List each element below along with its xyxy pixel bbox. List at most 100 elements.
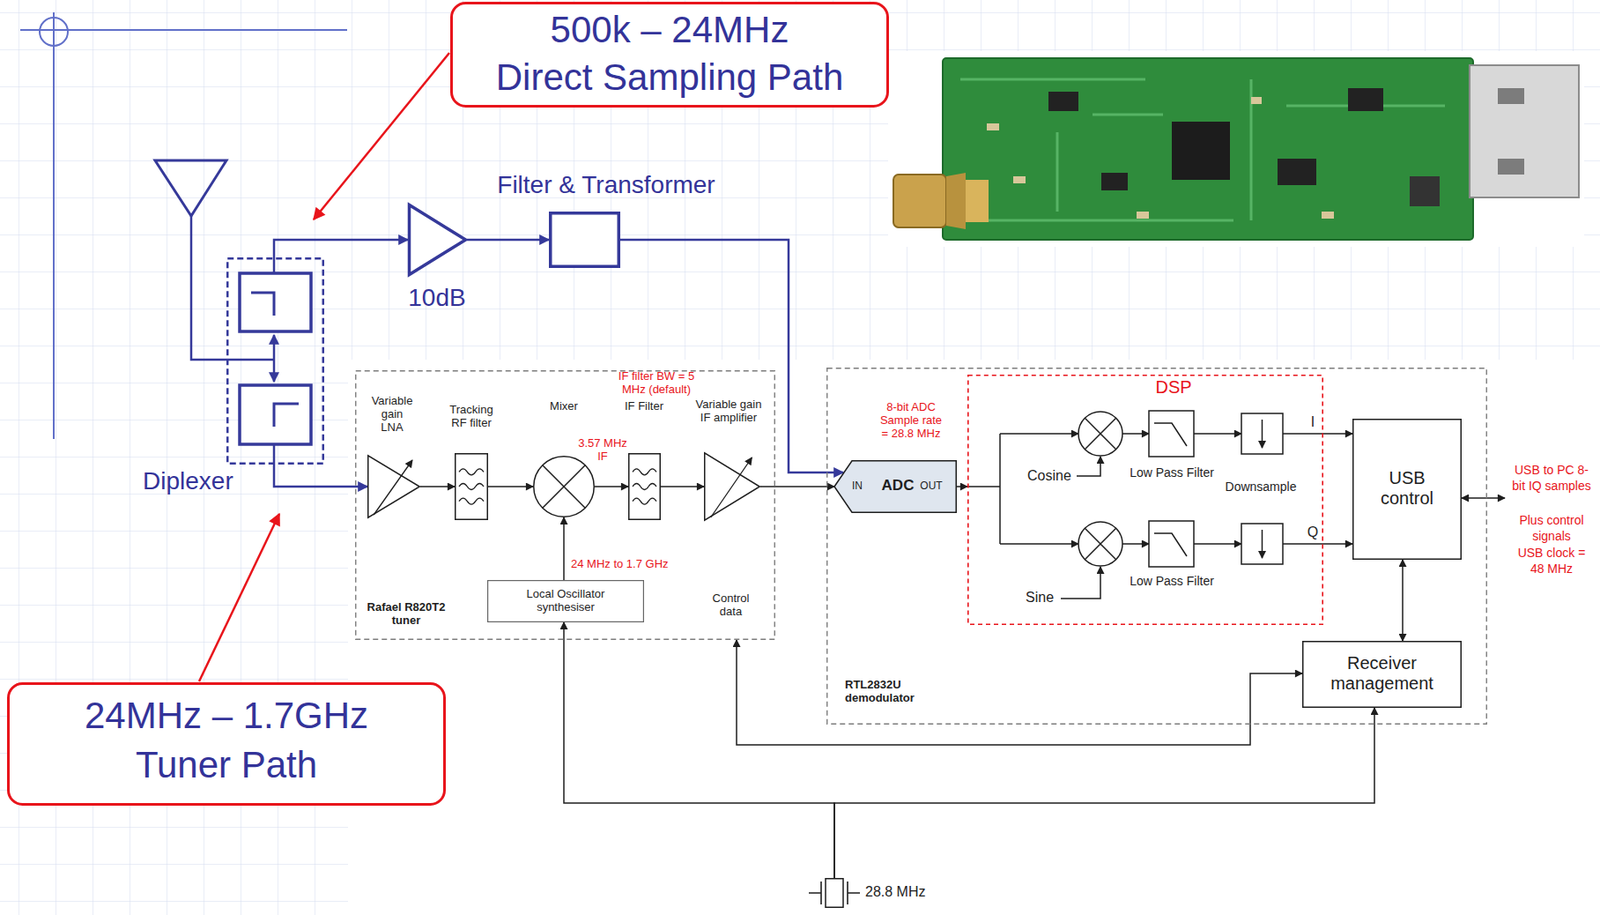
lna-amplifier-outline — [373, 459, 413, 515]
sdr-board-photo — [986, 123, 1000, 131]
node-text: Variable gain IF amplifier — [693, 398, 764, 425]
oscillator-box-outline — [488, 580, 645, 623]
dsp-internals — [1241, 413, 1283, 454]
adc-block: 8-bit ADC Sample rate = 28.8 MHzINADCOUT — [834, 459, 957, 513]
node-text: ADC — [873, 476, 923, 495]
sdr-board-photo — [1251, 96, 1262, 104]
dsp-internals — [1148, 520, 1194, 567]
sdr-board-photo — [888, 51, 1585, 247]
dsp-internals — [1461, 496, 1505, 499]
dsp-internals — [1148, 410, 1194, 457]
filter-box: Filter & Transformer — [548, 211, 621, 268]
node-text: Tuner Path — [7, 743, 446, 786]
diplexer-group-outline — [226, 257, 325, 465]
signal-connector — [956, 485, 968, 488]
node-text: 24MHz – 1.7GHz — [7, 694, 446, 737]
signal-name: Q — [1303, 524, 1322, 541]
rf-filter-outline — [459, 468, 484, 475]
receiver-management-box: Receiver management — [1302, 640, 1462, 708]
signal-connector — [660, 485, 704, 488]
if-filter-outline — [629, 453, 661, 520]
frequency-note: 3.57 MHz IF — [574, 437, 631, 464]
amplifier-triangle-outline — [407, 203, 467, 276]
dsp-internals — [1282, 542, 1324, 545]
diplexer-group-outline — [239, 385, 312, 445]
dsp-internals — [1282, 432, 1324, 435]
signal-connector — [488, 485, 534, 488]
dsp-internals — [1261, 529, 1264, 558]
mixer-circle-outline — [542, 465, 586, 508]
diplexer-group-outline — [227, 258, 324, 464]
sdr-board-photo — [960, 79, 1445, 221]
sdr-board-photo — [965, 179, 989, 223]
dsp-internals — [1076, 456, 1101, 476]
diplexer-group-outline — [274, 403, 299, 427]
lna-amplifier: Variable gain LNA — [367, 454, 421, 519]
sdr-board-photo — [1013, 176, 1026, 184]
signal-connector — [1323, 432, 1353, 435]
sdr-board-photo — [942, 58, 1474, 240]
signal-connector — [563, 622, 835, 878]
output-note: USB to PC 8-bit IQ samples — [1511, 461, 1593, 494]
callout-box: 24MHz – 1.7GHzTuner Path — [7, 681, 446, 806]
mixer-circle-outline — [533, 455, 595, 518]
node-text: 10dB — [384, 283, 490, 312]
node-text: Diplexer — [142, 466, 258, 496]
node-text: Mixer — [537, 400, 591, 414]
tuner-chip: Rafael R820T2 tuner Control data Variable … — [355, 370, 776, 640]
dsp-internals — [1122, 432, 1149, 435]
slide-decoration — [39, 17, 68, 46]
slide-decoration — [20, 29, 348, 31]
dsp-internals — [1154, 422, 1187, 556]
if-filter-outline — [628, 452, 661, 520]
sdr-board-photo — [1101, 172, 1128, 191]
node-text: DSP — [1129, 377, 1218, 398]
sdr-board-photo — [1348, 88, 1384, 112]
node-text: RTL2832U demodulator — [844, 678, 934, 705]
dsp-internals — [1000, 432, 1079, 435]
lna-amplifier-outline — [368, 455, 421, 519]
demodulator-chip: RTL2832U demodulator 8-bit ADC Sample rat… — [826, 367, 1488, 725]
dsp-internals — [1000, 542, 1079, 545]
signal-name: I — [1303, 414, 1322, 430]
node-text: Control data — [706, 592, 756, 619]
diplexer-group-outline — [273, 257, 276, 274]
rf-filter-outline — [459, 497, 484, 504]
node-text: Tracking RF filter — [444, 403, 498, 430]
sdr-board-photo — [893, 174, 947, 228]
sdr-board-photo — [1409, 176, 1440, 207]
signal-name: Cosine — [1027, 467, 1072, 484]
sdr-board-photo — [1321, 211, 1334, 219]
node-text: 28.8 MHz — [865, 883, 926, 900]
signal-name: Sine — [1025, 589, 1054, 606]
node-text: Filter & Transformer — [474, 170, 739, 200]
antenna-symbol — [155, 160, 227, 216]
callout-leader — [199, 513, 280, 682]
if-filter-outline — [632, 483, 657, 490]
receiver-management-box-outline — [1303, 641, 1462, 708]
demodulator-chip-outline — [827, 368, 1488, 725]
dsp-internals — [967, 485, 1000, 488]
if-amplifier-outline — [704, 452, 761, 521]
block-label: Downsample — [1222, 479, 1299, 494]
slide-decoration — [52, 12, 55, 439]
block-label: Low Pass Filter — [1127, 573, 1216, 588]
sdr-board-photo — [1136, 211, 1149, 219]
adc-block-outline — [834, 460, 956, 513]
node-text: Receiver management — [1309, 652, 1455, 694]
diplexer-group-outline — [273, 334, 276, 382]
node-text: IF Filter — [617, 400, 671, 414]
rf-filter-outline — [454, 452, 489, 520]
signal-connector — [736, 639, 1303, 745]
node-text: Rafael R820T2 tuner — [363, 600, 449, 628]
if-amplifier-outline — [711, 457, 753, 518]
diplexer-group-outline — [239, 273, 312, 332]
node-text: 500k – 24MHz — [450, 8, 889, 52]
sdr-board-photo — [888, 51, 1585, 247]
output-note: Plus control signals — [1511, 511, 1593, 544]
signal-connector — [594, 485, 629, 488]
sdr-board-photo — [1171, 121, 1230, 180]
dsp-region-outline — [968, 375, 1323, 624]
callout-leader — [199, 52, 450, 682]
